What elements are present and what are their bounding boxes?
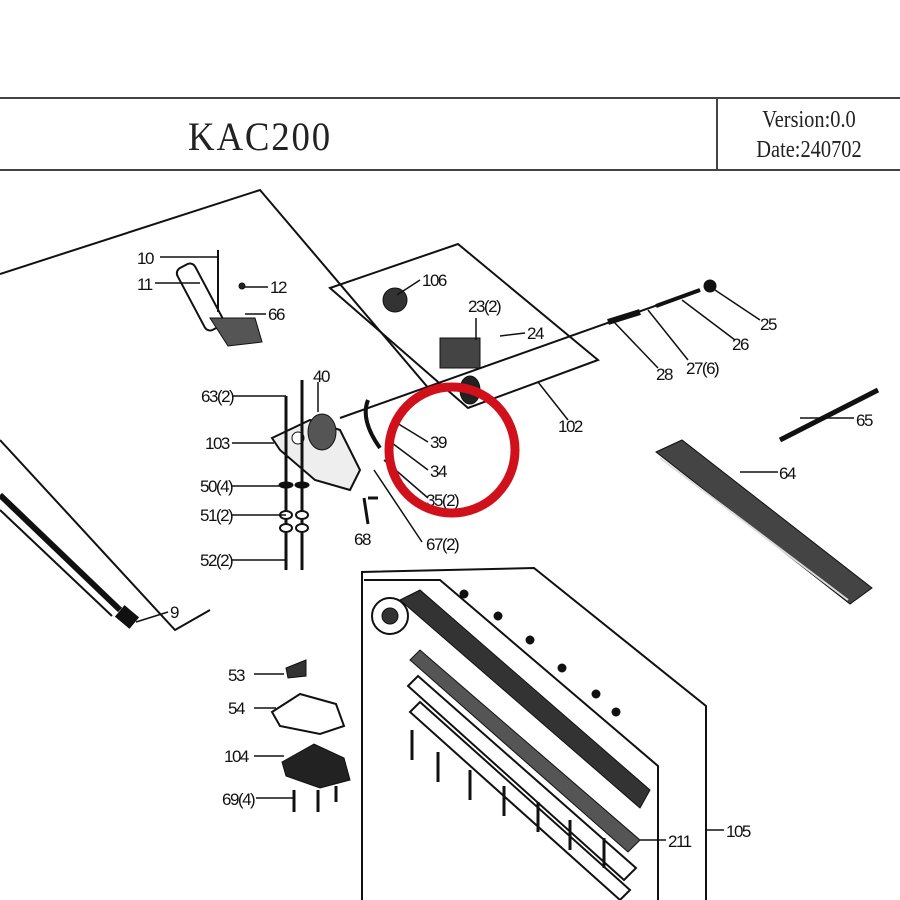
label-53: 53 bbox=[228, 666, 245, 685]
label-51: 51(2) bbox=[200, 506, 233, 525]
label-9: 9 bbox=[170, 603, 179, 622]
gasket-parts bbox=[270, 659, 351, 812]
label-23: 23(2) bbox=[468, 297, 501, 316]
version-block: Version:0.0 Date:240702 bbox=[732, 105, 887, 165]
label-66: 66 bbox=[268, 305, 285, 324]
label-106: 106 bbox=[422, 271, 447, 290]
label-26: 26 bbox=[732, 335, 749, 354]
label-69: 69(4) bbox=[222, 790, 255, 809]
blade-inset-outline bbox=[361, 566, 707, 900]
blade-assembly bbox=[371, 589, 651, 900]
label-34: 34 bbox=[430, 462, 447, 481]
shaft-panel-bottom bbox=[0, 439, 211, 632]
label-63: 63(2) bbox=[201, 387, 234, 406]
label-54: 54 bbox=[228, 699, 245, 718]
label-68: 68 bbox=[354, 530, 371, 549]
label-105: 105 bbox=[726, 822, 751, 841]
shaft-panel-outline bbox=[0, 188, 431, 391]
label-64: 64 bbox=[779, 464, 796, 483]
label-211: 211 bbox=[668, 832, 692, 851]
date-text: Date:240702 bbox=[756, 137, 862, 163]
part-labels: 10 11 12 66 106 23(2) 24 25 26 27(6) 28 … bbox=[137, 249, 874, 851]
blade-cover-rail bbox=[655, 439, 873, 605]
label-52: 52(2) bbox=[200, 551, 233, 570]
label-10: 10 bbox=[137, 249, 154, 268]
leader-lines bbox=[135, 256, 854, 841]
highlight-circle bbox=[384, 382, 520, 518]
gearbox-inset-outline bbox=[328, 242, 600, 410]
title-divider bbox=[716, 99, 718, 169]
label-102: 102 bbox=[558, 417, 583, 436]
title-block: KAC200 Version:0.0 Date:240702 bbox=[0, 97, 900, 171]
label-67: 67(2) bbox=[426, 535, 459, 554]
label-103: 103 bbox=[205, 434, 230, 453]
drive-shaft-tube bbox=[0, 492, 140, 629]
tool-rod bbox=[778, 387, 880, 443]
version-text: Version:0.0 bbox=[762, 107, 856, 133]
handle-assembly bbox=[175, 250, 263, 347]
label-11: 11 bbox=[137, 275, 153, 294]
label-35: 35(2) bbox=[426, 491, 459, 510]
label-27: 27(6) bbox=[686, 359, 719, 378]
label-24: 24 bbox=[527, 324, 544, 343]
label-50: 50(4) bbox=[200, 477, 233, 496]
label-40: 40 bbox=[313, 367, 330, 386]
model-name: KAC200 bbox=[188, 114, 332, 159]
label-12: 12 bbox=[270, 278, 287, 297]
drive-shaft-parts bbox=[339, 279, 717, 525]
label-65: 65 bbox=[856, 411, 873, 430]
gearbox-assembly bbox=[270, 380, 362, 570]
label-104: 104 bbox=[224, 747, 249, 766]
label-39: 39 bbox=[430, 433, 447, 452]
blade-inner-outline bbox=[364, 579, 659, 900]
label-28: 28 bbox=[656, 365, 673, 384]
label-25: 25 bbox=[760, 315, 777, 334]
